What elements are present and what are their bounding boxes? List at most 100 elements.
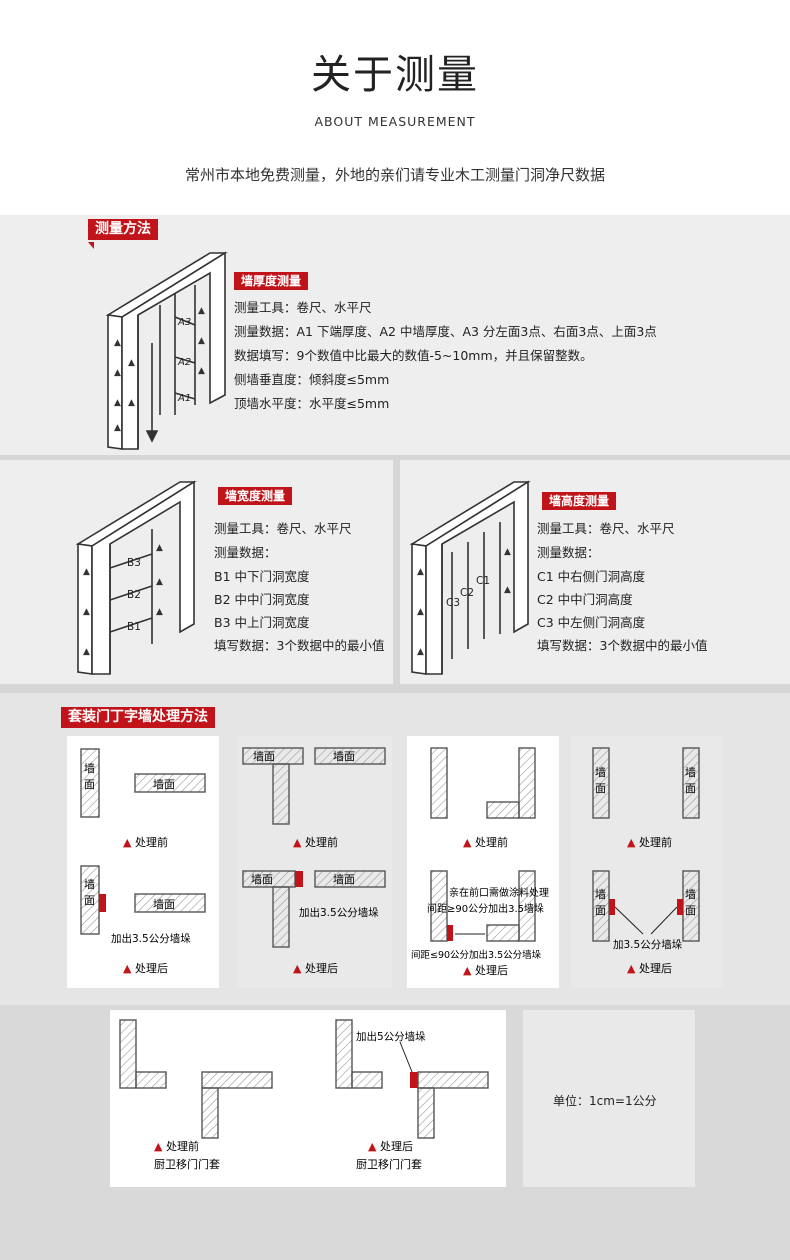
height-line-1: 测量工具：卷尺、水平尺 bbox=[537, 521, 675, 536]
svg-text:▲: ▲ bbox=[128, 398, 135, 408]
height-line-5: C3 中左侧门洞高度 bbox=[537, 615, 646, 630]
marker-c1: C1 bbox=[476, 575, 490, 587]
height-line-2: 测量数据： bbox=[537, 545, 600, 560]
wall-label: 墙面 bbox=[253, 749, 275, 763]
height-panel: ▲▲▲ ▲▲ C1 C2 C3 墙高度测量 测量工具：卷尺、水平尺 测量数据： … bbox=[400, 460, 790, 684]
wall-char: 面 bbox=[84, 778, 95, 791]
before-label: 处理前 bbox=[639, 835, 672, 849]
svg-text:▲: ▲ bbox=[627, 962, 636, 975]
page-title: 关于测量 bbox=[311, 52, 479, 98]
wall-char: 面 bbox=[685, 782, 696, 795]
wall-label: 墙面 bbox=[333, 749, 355, 763]
before-label: 处理前 bbox=[475, 835, 508, 849]
width-line-5: B3 中上门洞宽度 bbox=[214, 615, 310, 630]
height-line-6: 填写数据：3个数据中的最小值 bbox=[537, 638, 708, 653]
width-line-1: 测量工具：卷尺、水平尺 bbox=[214, 521, 352, 536]
svg-text:▲: ▲ bbox=[463, 964, 472, 977]
add-pier-note: 加3.5公分墙垛 bbox=[613, 938, 683, 951]
before-label: 处理前 bbox=[305, 835, 338, 849]
svg-text:▲: ▲ bbox=[114, 368, 121, 378]
height-line-3: C1 中右侧门洞高度 bbox=[537, 569, 646, 584]
svg-text:▲: ▲ bbox=[83, 647, 90, 657]
wall-char: 面 bbox=[84, 894, 95, 907]
width-line-2: 测量数据： bbox=[214, 545, 277, 560]
wall-label: 墙面 bbox=[153, 897, 175, 911]
note-spacing-le: 间距≤90公分加出3.5公分墙垛 bbox=[411, 949, 542, 961]
kitchen-section: ▲ 处理前 厨卫移门门套 加出5公分墙垛 ▲ 处理后 厨卫移门门套 单位：1cm… bbox=[0, 1005, 790, 1260]
height-label: 墙高度测量 bbox=[542, 492, 617, 511]
svg-text:▲: ▲ bbox=[156, 607, 163, 617]
add-pier-note: 加出3.5公分墙垛 bbox=[299, 906, 379, 919]
tjoint-card-3-diagram: ▲ 处理前 亲在前口需做涂料处理 间距≥90公分加出3.5墙垛 间距≤90公分加… bbox=[411, 747, 549, 977]
kitchen-caption: 厨卫移门门套 bbox=[356, 1157, 422, 1171]
marker-a1: A1 bbox=[177, 393, 191, 404]
after-label: 处理后 bbox=[135, 962, 168, 975]
page-header: 关于测量 ABOUT MEASUREMENT 常州市本地免费测量，外地的亲们请专… bbox=[0, 0, 790, 215]
svg-text:▲: ▲ bbox=[83, 607, 90, 617]
thickness-line-1: 测量工具：卷尺、水平尺 bbox=[234, 300, 372, 315]
width-label: 墙宽度测量 bbox=[218, 487, 293, 506]
width-line-6: 填写数据：3个数据中的最小值 bbox=[214, 638, 385, 653]
unit-card: 单位：1cm=1公分 bbox=[523, 1010, 695, 1187]
measure-section: 测量方法 ▲ ▲ ▲ ▲ ▲ ▲ ▲ ▲ ▲ bbox=[0, 215, 790, 693]
measure-section-label: 测量方法 bbox=[88, 219, 158, 240]
marker-b3: B3 bbox=[127, 557, 141, 569]
thickness-label: 墙厚度测量 bbox=[234, 272, 309, 291]
svg-text:▲: ▲ bbox=[417, 607, 424, 617]
added-pier bbox=[295, 871, 303, 887]
thickness-line-2: 测量数据：A1 下端厚度、A2 中墙厚度、A3 分左面3点、右面3点、上面3点 bbox=[234, 324, 657, 339]
thickness-line-4: 侧墙垂直度：倾斜度≤5mm bbox=[234, 372, 390, 387]
intro-text: 常州市本地免费测量，外地的亲们请专业木工测量门洞净尺数据 bbox=[184, 166, 605, 184]
svg-text:▲: ▲ bbox=[156, 543, 163, 553]
svg-text:▲: ▲ bbox=[504, 585, 511, 595]
thickness-line-5: 顶墙水平度：水平度≤5mm bbox=[234, 396, 390, 411]
page-subtitle: ABOUT MEASUREMENT bbox=[314, 114, 476, 129]
svg-text:▲: ▲ bbox=[417, 567, 424, 577]
svg-text:▲: ▲ bbox=[293, 836, 302, 849]
marker-a3: A3 bbox=[177, 317, 191, 328]
kitchen-diagram: ▲ 处理前 厨卫移门门套 加出5公分墙垛 ▲ 处理后 厨卫移门门套 bbox=[119, 1019, 489, 1171]
added-pier bbox=[99, 894, 106, 912]
wall-char: 面 bbox=[685, 904, 696, 917]
tag-corner-decoration bbox=[88, 242, 94, 249]
wall-char: 墙 bbox=[595, 887, 606, 901]
before-label: 处理前 bbox=[135, 835, 168, 849]
unit-note: 单位：1cm=1公分 bbox=[553, 1094, 657, 1108]
tjoint-card-2-diagram: 墙面 墙面 ▲ 处理前 墙面 墙面 加出3.5公分墙垛 ▲ 处理后 bbox=[242, 747, 386, 975]
note-coating: 亲在前口需做涂料处理 bbox=[449, 886, 549, 899]
tjoint-section-label: 套装门丁字墙处理方法 bbox=[61, 707, 215, 728]
svg-text:▲: ▲ bbox=[114, 338, 121, 348]
after-label: 处理后 bbox=[305, 962, 338, 975]
marker-c2: C2 bbox=[460, 587, 474, 599]
tjoint-card-4: 墙 面 墙 面 ▲ 处理前 墙 面 墙 面 加3.5公分墙垛 ▲ 处理后 bbox=[571, 736, 723, 988]
tjoint-card-2: 墙面 墙面 ▲ 处理前 墙面 墙面 加出3.5公分墙垛 ▲ 处理后 bbox=[237, 736, 392, 988]
svg-text:▲: ▲ bbox=[504, 547, 511, 557]
kitchen-card: ▲ 处理前 厨卫移门门套 加出5公分墙垛 ▲ 处理后 厨卫移门门套 bbox=[110, 1010, 506, 1187]
wall-char: 墙 bbox=[685, 887, 696, 901]
wall-label: 墙面 bbox=[333, 872, 355, 886]
svg-text:▲: ▲ bbox=[198, 306, 205, 316]
tjoint-card-3: ▲ 处理前 亲在前口需做涂料处理 间距≥90公分加出3.5墙垛 间距≤90公分加… bbox=[407, 736, 559, 988]
thickness-wall-illustration: ▲▲▲ ▲▲▲ ▲▲▲ A3 A2 A1 bbox=[105, 251, 228, 450]
add-pier-note: 加出5公分墙垛 bbox=[356, 1030, 426, 1043]
wall-char: 墙 bbox=[595, 765, 606, 779]
added-pier bbox=[447, 925, 453, 941]
height-line-4: C2 中中门洞高度 bbox=[537, 592, 633, 607]
wall-char: 墙 bbox=[685, 765, 696, 779]
tjoint-card-1: 墙 面 墙面 ▲ 处理前 墙 面 墙面 加出3.5公分墙垛 ▲ 处理后 bbox=[67, 736, 219, 988]
marker-c3: C3 bbox=[446, 597, 460, 609]
after-label: 处理后 bbox=[639, 962, 672, 975]
after-label: 处理后 bbox=[380, 1140, 413, 1153]
tjoint-section: 套装门丁字墙处理方法 墙 面 墙面 ▲ 处理前 墙 面 墙面 加出3.5公分墙垛… bbox=[0, 693, 790, 1005]
svg-text:▲: ▲ bbox=[156, 577, 163, 587]
marker-a2: A2 bbox=[177, 357, 191, 368]
after-label: 处理后 bbox=[475, 964, 508, 977]
svg-text:▲: ▲ bbox=[417, 647, 424, 657]
svg-text:▲: ▲ bbox=[627, 836, 636, 849]
svg-text:▲: ▲ bbox=[368, 1140, 377, 1153]
svg-text:▲: ▲ bbox=[198, 366, 205, 376]
svg-text:▲: ▲ bbox=[114, 423, 121, 433]
wall-char: 墙 bbox=[84, 761, 95, 775]
note-spacing-ge: 间距≥90公分加出3.5墙垛 bbox=[427, 902, 544, 915]
before-label: 处理前 bbox=[166, 1139, 199, 1153]
